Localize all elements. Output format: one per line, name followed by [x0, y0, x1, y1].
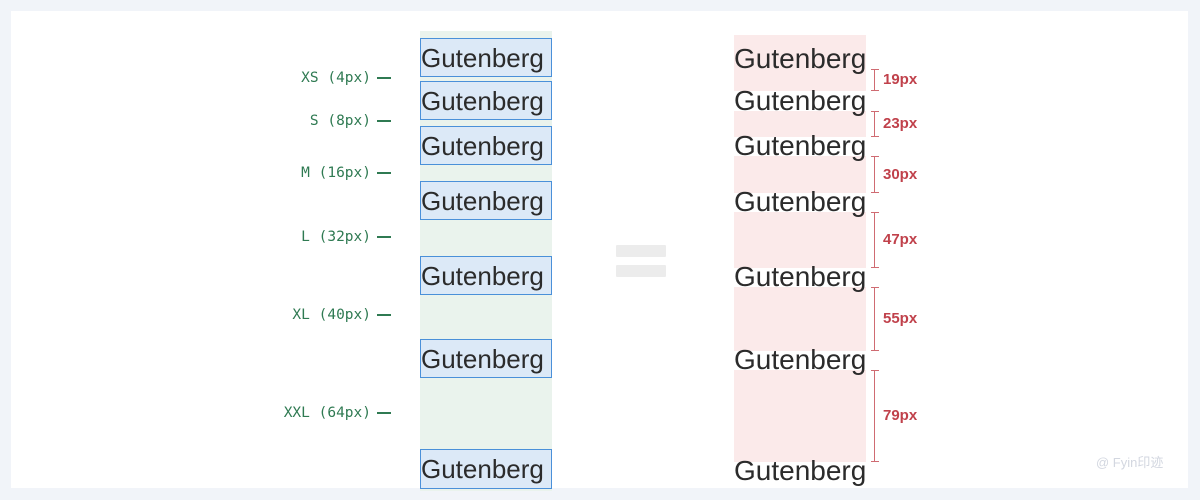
size-label-text: M (16px): [301, 165, 371, 181]
spacing-sample-text: Gutenberg: [734, 130, 867, 161]
font-sample-text: Gutenberg: [421, 343, 544, 374]
spacing-sample-text: Gutenberg: [734, 261, 867, 292]
spacing-sample-text: Gutenberg: [734, 85, 867, 116]
size-label-l: L (32px): [301, 229, 391, 245]
leader-dash: [377, 120, 391, 122]
measure-stem: [874, 212, 876, 268]
measure-stem: [874, 370, 876, 462]
gap-block: [734, 287, 866, 351]
size-label-text: S (8px): [309, 113, 371, 129]
leader-dash: [377, 236, 391, 238]
size-label-xxl: XXL (64px): [284, 405, 391, 421]
size-label-m: M (16px): [301, 165, 391, 181]
equals-icon: [616, 245, 666, 277]
size-label-xl: XL (40px): [292, 307, 391, 323]
size-label-xs: XS (4px): [301, 70, 391, 86]
gap-block: [734, 69, 866, 91]
font-sample-box: Gutenberg: [420, 256, 552, 295]
spacing-sample-text: Gutenberg: [734, 344, 867, 375]
size-label-text: XXL (64px): [283, 405, 371, 421]
measure-label: 47px: [883, 231, 918, 248]
font-sample-box: Gutenberg: [420, 181, 552, 220]
measure-label: 79px: [883, 407, 918, 424]
measure-bar: [871, 111, 879, 137]
font-sample-text: Gutenberg: [421, 130, 544, 161]
gap-block: [734, 111, 866, 137]
leader-dash: [377, 172, 391, 174]
measure-stem: [874, 111, 876, 137]
font-sample-box: Gutenberg: [420, 81, 552, 120]
gap-block: [734, 35, 866, 69]
measure-cap-bottom: [871, 460, 879, 462]
leader-dash: [377, 314, 391, 316]
watermark: @ Fyin印迹: [1096, 455, 1164, 470]
font-sample-box: Gutenberg: [420, 126, 552, 165]
font-sample-text: Gutenberg: [421, 260, 544, 291]
gap-block: [734, 370, 866, 462]
font-sample-box: Gutenberg: [420, 449, 552, 489]
spacing-sample-text: Gutenberg: [734, 455, 867, 486]
measure-stem: [874, 69, 876, 91]
font-sample-text: Gutenberg: [421, 454, 544, 484]
measure-cap-bottom: [871, 89, 879, 91]
gap-block: [734, 212, 866, 268]
font-sample-text: Gutenberg: [421, 185, 544, 216]
gap-block: [734, 156, 866, 193]
measure-bar: [871, 287, 879, 351]
font-sample-text: Gutenberg: [421, 85, 544, 116]
spacing-sample-text: Gutenberg: [734, 43, 867, 74]
measure-cap-bottom: [871, 191, 879, 193]
measure-cap-bottom: [871, 266, 879, 268]
measure-label: 19px: [883, 71, 918, 88]
measure-cap-bottom: [871, 135, 879, 137]
size-label-text: XS (4px): [301, 70, 371, 86]
measure-stem: [874, 287, 876, 351]
measure-label: 23px: [883, 115, 918, 132]
measure-bar: [871, 370, 879, 462]
measure-bar: [871, 69, 879, 91]
measure-stem: [874, 156, 876, 193]
font-sample-text: Gutenberg: [421, 42, 544, 73]
size-label-text: XL (40px): [292, 307, 371, 323]
leader-dash: [377, 412, 391, 414]
measure-bar: [871, 156, 879, 193]
measure-bar: [871, 212, 879, 268]
measure-cap-bottom: [871, 349, 879, 351]
equals-bar-top: [616, 245, 666, 257]
equals-bar-bottom: [616, 265, 666, 277]
size-label-text: L (32px): [301, 229, 371, 245]
measure-label: 30px: [883, 165, 918, 183]
spacing-sample-text: Gutenberg: [734, 186, 867, 217]
size-label-s: S (8px): [310, 113, 391, 129]
measure-label: 55px: [883, 310, 918, 327]
font-sample-box: Gutenberg: [420, 339, 552, 378]
leader-dash: [377, 77, 391, 79]
content-card: XS (4px) S (8px) M (16px) L (32px) XL (40px)…: [11, 11, 1188, 491]
font-sample-box: Gutenberg: [420, 38, 552, 77]
